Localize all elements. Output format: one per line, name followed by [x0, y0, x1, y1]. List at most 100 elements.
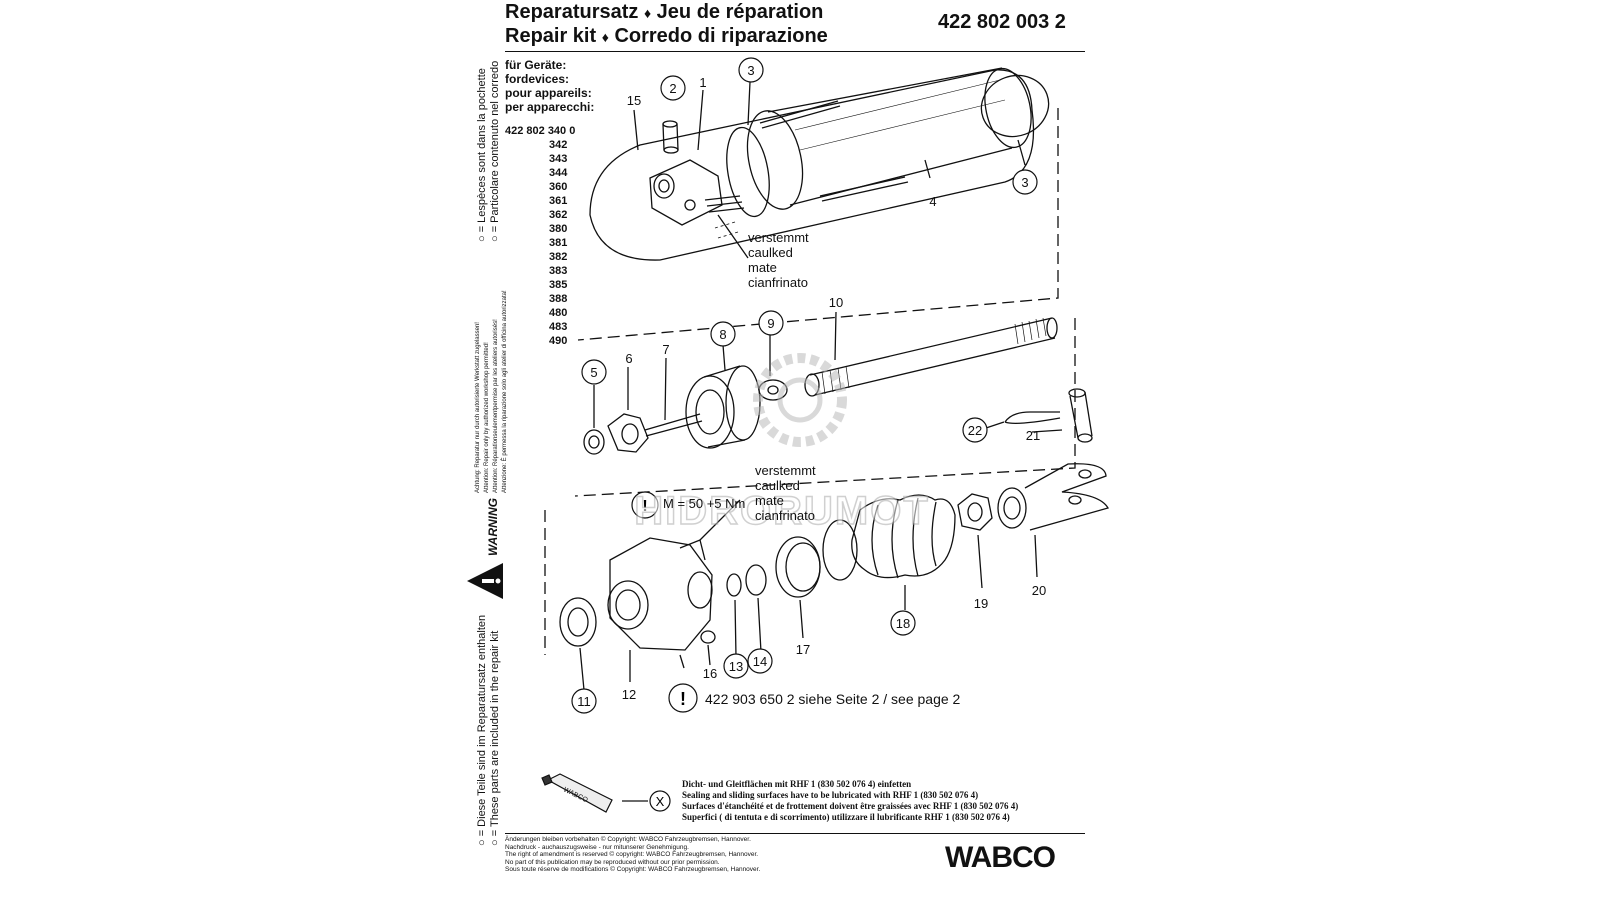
callout-label: 12	[622, 687, 636, 702]
lubricant-marker-icon	[649, 790, 671, 812]
lubricant-line: Superfici ( di tentuta e di scorrimento)…	[682, 812, 1010, 822]
callout-label: 9	[767, 316, 774, 331]
devices-label-it: per apparecchi:	[505, 100, 595, 114]
callout-label: 17	[796, 642, 810, 657]
device-first: 422 802 340 0	[505, 125, 576, 137]
device-suffix: 361	[549, 195, 568, 207]
lubricant-line: Surfaces d'étanchéité et de frottement d…	[682, 801, 1019, 811]
callout-label: 3	[747, 63, 754, 78]
callout-label: 4	[929, 194, 936, 209]
cylinder-outline-loop	[589, 69, 1035, 261]
part-number: 422 802 003 2	[938, 11, 1066, 33]
rod-7	[644, 413, 703, 437]
callout-circle	[660, 75, 686, 101]
caulked-fr: mate	[755, 493, 784, 508]
title-en: Repair kit	[505, 25, 597, 47]
callout-label: 15	[627, 93, 641, 108]
ring-13	[726, 573, 742, 597]
device-suffix: 383	[549, 265, 568, 277]
title-separator-2: ♦	[601, 29, 609, 45]
header-rule	[505, 51, 1085, 52]
caulked-fr: mate	[748, 260, 777, 275]
tie-rod-bottom	[819, 176, 909, 202]
title-it: Corredo di riparazione	[614, 25, 828, 47]
device-suffix: 480	[549, 307, 568, 319]
callout-label: 8	[719, 327, 726, 342]
nut-16	[700, 630, 716, 644]
device-suffix: 388	[549, 293, 568, 305]
callout-label: 21	[1026, 428, 1040, 443]
exclamation-text: !	[642, 498, 647, 515]
ring-3-right	[980, 74, 1050, 138]
caulked-note-2: verstemmt caulked mate cianfrinato	[755, 463, 816, 523]
sleeve-2	[662, 120, 679, 154]
title-line-1: Reparatursatz ♦ Jeu de réparation	[505, 0, 823, 25]
clip-17	[775, 536, 821, 598]
footer-line: Änderungen bleiben vorbehalten © Copyrig…	[505, 836, 751, 843]
callout-label: 14	[753, 654, 767, 669]
footer-line: The right of amendment is reserved © cop…	[505, 851, 759, 858]
footer-line: Nachdruck - auchauszugsweise - nur mitun…	[505, 843, 689, 851]
guide-line	[714, 221, 739, 239]
exclamation-icon	[668, 683, 698, 713]
watermark: HIDRORUMOT	[633, 353, 929, 534]
callout-circle	[738, 57, 764, 83]
cotter-pin-22	[1004, 411, 1061, 424]
caulked-de: verstemmt	[748, 230, 809, 245]
tie-rod-top	[759, 100, 841, 129]
circled-callout-labels: 2 3 3 8 9 5 22 18 11 13 14	[577, 63, 1028, 709]
devices-label-fr: pour appareils:	[505, 86, 592, 100]
caulked-note-1: verstemmt caulked mate cianfrinato	[748, 230, 809, 290]
title-separator: ♦	[643, 5, 652, 21]
device-suffix: 344	[549, 167, 568, 179]
leader-line	[699, 214, 749, 541]
device-suffix: 385	[549, 279, 568, 291]
callout-circle	[962, 417, 988, 443]
nut-19	[957, 493, 993, 531]
torque-spec: M = 50 +5 Nm	[663, 496, 746, 511]
caulked-it: cianfrinato	[755, 508, 815, 523]
caulked-en: caulked	[755, 478, 800, 493]
callout-label: 10	[829, 295, 843, 310]
ring-5	[583, 429, 605, 455]
lubricant-tube-icon: WABCO	[541, 773, 613, 813]
device-suffix: 342	[549, 139, 568, 151]
caulked-it: cianfrinato	[748, 275, 808, 290]
head-part-1	[649, 159, 745, 226]
callout-label: 6	[625, 351, 632, 366]
piston-8	[685, 365, 761, 449]
wabco-logo: WABCO	[945, 841, 1056, 874]
device-suffix-list: 342 343 344 360 361 362 380 381 382 383 …	[549, 138, 567, 348]
callout-label: 3	[1021, 175, 1028, 190]
lubricant-line: Sealing and sliding surfaces have to be …	[682, 790, 979, 800]
plain-callout-labels: 15 1 4 10 6 7 21 19 20 17 12 16	[622, 75, 1046, 702]
devices-label-de: für Geräte:	[505, 58, 567, 72]
callout-circle	[723, 653, 749, 679]
callout-circle	[747, 648, 773, 674]
callout-circle	[758, 310, 784, 336]
callout-label: 20	[1032, 583, 1046, 598]
devices-label-en: fordevices:	[505, 72, 570, 86]
clevis-20	[997, 463, 1109, 531]
title-de: Reparatursatz	[505, 1, 639, 23]
devices-labels: für Geräte: fordevices: pour appareils: …	[505, 58, 594, 114]
callout-circle	[1012, 169, 1038, 195]
title-line-2: Repair kit ♦ Corredo di riparazione	[505, 24, 828, 49]
piston-rod-10	[804, 317, 1058, 397]
callout-label: 7	[662, 342, 669, 357]
ring-3	[726, 126, 770, 218]
footer-line: Sous toute réserve de modifications © Co…	[505, 866, 761, 873]
circled-callouts	[571, 57, 1038, 714]
drawing-lines	[544, 67, 1109, 691]
callout-circle	[581, 359, 607, 385]
device-suffix: 362	[549, 209, 568, 221]
leader-line	[579, 81, 1063, 691]
device-suffix: 360	[549, 181, 568, 193]
pin-21	[1068, 388, 1093, 443]
caulked-de: verstemmt	[755, 463, 816, 478]
callout-label: 5	[590, 365, 597, 380]
callout-label: 16	[703, 666, 717, 681]
exclamation-icon	[631, 491, 659, 519]
